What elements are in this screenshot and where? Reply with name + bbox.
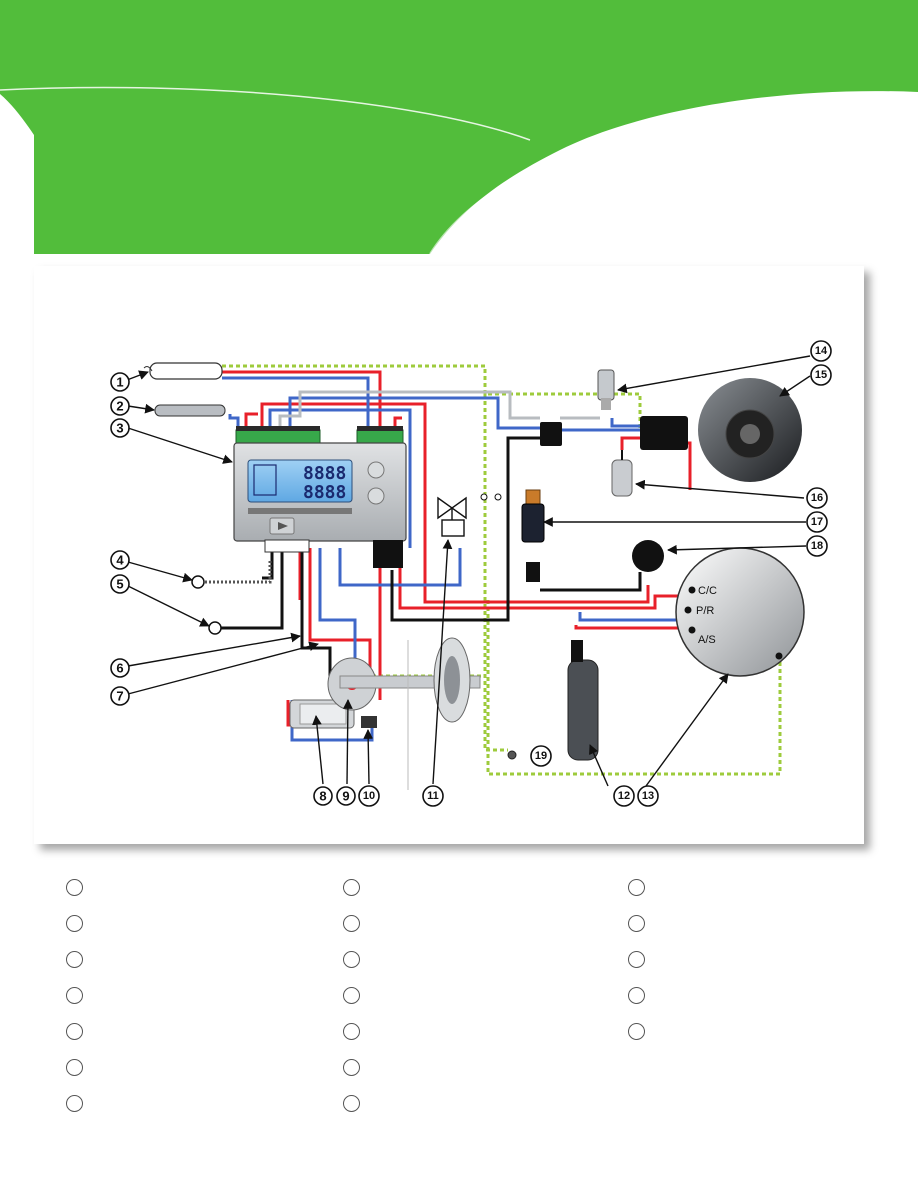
sensor-5 bbox=[208, 621, 222, 635]
callout-1: 1 bbox=[110, 372, 130, 392]
terminal-pr: P/R bbox=[696, 605, 714, 617]
terminal-cc: C/C bbox=[698, 585, 717, 597]
svg-text:3: 3 bbox=[116, 421, 123, 436]
svg-text:5: 5 bbox=[116, 577, 123, 592]
callout-6: 6 bbox=[110, 658, 130, 678]
lcd-readout-top: 8888 bbox=[303, 463, 346, 484]
pressure-switch-17 bbox=[521, 489, 545, 582]
legend-bullet bbox=[343, 987, 360, 1004]
probe-2 bbox=[154, 404, 226, 417]
legend-bullet bbox=[628, 1023, 645, 1040]
callout-14: 14 bbox=[810, 340, 832, 362]
callout-15: 15 bbox=[810, 364, 832, 386]
header-banner bbox=[0, 0, 918, 260]
svg-text:19: 19 bbox=[535, 750, 547, 762]
callout-3: 3 bbox=[110, 418, 130, 438]
svg-text:11: 11 bbox=[427, 790, 439, 802]
fan-15 bbox=[698, 378, 802, 482]
probe-4-wire bbox=[205, 560, 272, 584]
relay-18 bbox=[632, 540, 664, 572]
legend-bullet bbox=[66, 879, 83, 896]
controller-bottom-connector bbox=[264, 539, 403, 568]
heater-assembly bbox=[289, 637, 481, 729]
terminal-as: A/S bbox=[698, 634, 716, 646]
sensor-14 bbox=[597, 369, 615, 410]
legend-bullet bbox=[343, 915, 360, 932]
header-swoosh-line bbox=[0, 86, 531, 141]
svg-text:2: 2 bbox=[116, 399, 123, 414]
callout-arrows bbox=[126, 355, 811, 787]
svg-text:17: 17 bbox=[811, 516, 823, 528]
terminal-block-left bbox=[235, 426, 321, 445]
callout-7: 7 bbox=[110, 686, 130, 706]
legend-bullet bbox=[343, 1059, 360, 1076]
callout-13: 13 bbox=[637, 785, 659, 807]
svg-text:16: 16 bbox=[811, 492, 823, 504]
legend-bullet bbox=[343, 951, 360, 968]
probe-1 bbox=[143, 362, 223, 380]
grey-wires bbox=[278, 390, 600, 430]
callout-19: 19 bbox=[530, 745, 552, 767]
svg-text:18: 18 bbox=[811, 540, 823, 552]
connector-mid bbox=[540, 416, 688, 450]
legend-bullet bbox=[343, 879, 360, 896]
callout-5: 5 bbox=[110, 574, 130, 594]
lcd-readout-bottom: 8888 bbox=[303, 482, 346, 503]
callout-12: 12 bbox=[613, 785, 635, 807]
legend-bullet bbox=[66, 987, 83, 1004]
svg-text:6: 6 bbox=[116, 661, 123, 676]
sensor-4 bbox=[191, 575, 205, 589]
terminal-block-right bbox=[356, 426, 404, 445]
svg-text:1: 1 bbox=[116, 375, 123, 390]
callout-18: 18 bbox=[806, 535, 828, 557]
legend-bullet bbox=[628, 915, 645, 932]
svg-text:10: 10 bbox=[363, 790, 375, 802]
svg-text:15: 15 bbox=[815, 369, 827, 381]
callout-9: 9 bbox=[336, 786, 356, 806]
legend-bullet bbox=[66, 951, 83, 968]
legend-bullet bbox=[66, 1095, 83, 1112]
green-band-shape bbox=[0, 0, 918, 254]
controller-unit: 8888 8888 bbox=[233, 442, 407, 542]
blue-wires bbox=[222, 376, 688, 742]
svg-text:12: 12 bbox=[618, 790, 630, 802]
callout-8: 8 bbox=[313, 786, 333, 806]
svg-text:14: 14 bbox=[815, 345, 828, 357]
earth-terminal-19 bbox=[507, 750, 517, 760]
svg-text:8: 8 bbox=[319, 789, 326, 804]
callout-11: 11 bbox=[422, 785, 444, 807]
header-swoosh-line-2 bbox=[429, 102, 918, 255]
legend-bullet bbox=[343, 1095, 360, 1112]
legend-bullet bbox=[66, 1023, 83, 1040]
svg-text:7: 7 bbox=[116, 689, 123, 704]
capacitor-16 bbox=[611, 450, 633, 497]
legend-bullet bbox=[628, 879, 645, 896]
legend-bullet bbox=[66, 915, 83, 932]
legend-bullet bbox=[628, 987, 645, 1004]
callout-16: 16 bbox=[806, 487, 828, 509]
capacitor-12 bbox=[567, 640, 599, 761]
callout-17: 17 bbox=[806, 511, 828, 533]
callout-10: 10 bbox=[358, 785, 380, 807]
terminal-dot-1 bbox=[480, 493, 488, 501]
callout-4: 4 bbox=[110, 550, 130, 570]
compressor-13: C/C P/R A/S bbox=[675, 547, 805, 677]
solenoid-valve bbox=[437, 496, 467, 537]
callout-2: 2 bbox=[110, 396, 130, 416]
legend-bullet bbox=[628, 951, 645, 968]
svg-text:4: 4 bbox=[116, 553, 124, 568]
svg-text:9: 9 bbox=[342, 789, 349, 804]
svg-text:13: 13 bbox=[642, 790, 654, 802]
legend-bullet bbox=[343, 1023, 360, 1040]
legend-bullet bbox=[66, 1059, 83, 1076]
terminal-dot-2 bbox=[494, 493, 502, 501]
